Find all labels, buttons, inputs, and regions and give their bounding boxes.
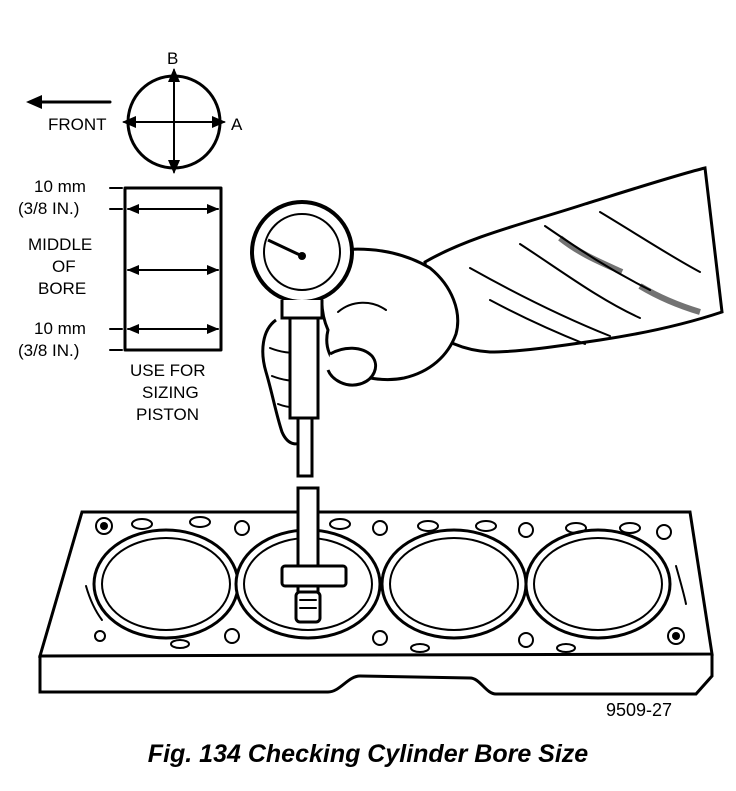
cylinder-bore-1 bbox=[92, 528, 240, 640]
gauge-rod-upper bbox=[296, 416, 314, 478]
label-front: FRONT bbox=[48, 115, 107, 134]
axis-a-arrow-right bbox=[212, 116, 226, 128]
cylinder-block bbox=[37, 510, 714, 696]
axis-b-arrow-bottom bbox=[168, 160, 180, 174]
block-side bbox=[38, 654, 714, 696]
bolt-hole bbox=[667, 627, 685, 645]
gauge-handle bbox=[288, 316, 320, 420]
note-line-2: SIZING bbox=[142, 383, 199, 402]
bore-gauge bbox=[250, 200, 354, 478]
cylinder-bore-3 bbox=[380, 528, 528, 640]
front-arrow-icon bbox=[26, 95, 42, 109]
bottom-measure-mm: 10 mm bbox=[34, 319, 86, 338]
sleeve-shape bbox=[423, 166, 724, 354]
gauge-pivot bbox=[298, 252, 306, 260]
bottom-measure-in: (3/8 IN.) bbox=[18, 341, 79, 360]
middle-label-1: MIDDLE bbox=[28, 235, 92, 254]
axis-b-arrow-top bbox=[168, 68, 180, 82]
axis-a-arrow-left bbox=[122, 116, 136, 128]
bore-measure-chart: 10 mm (3/8 IN.) MIDDLE OF BORE 10 mm (3/… bbox=[18, 177, 223, 424]
measure-arrow-icon bbox=[207, 265, 219, 275]
measure-arrow-icon bbox=[207, 324, 219, 334]
measure-arrow-icon bbox=[127, 324, 139, 334]
cylinder-bore-4 bbox=[524, 528, 672, 640]
orientation-indicator: B A FRONT bbox=[26, 49, 243, 174]
label-b: B bbox=[167, 49, 178, 68]
label-a: A bbox=[231, 115, 243, 134]
top-measure-in: (3/8 IN.) bbox=[18, 199, 79, 218]
arm-illustration bbox=[423, 166, 724, 354]
measure-arrow-icon bbox=[127, 204, 139, 214]
gauge-needle-icon bbox=[267, 238, 303, 258]
top-measure-mm: 10 mm bbox=[34, 177, 86, 196]
figure-caption: Fig. 134 Checking Cylinder Bore Size bbox=[147, 740, 589, 768]
measure-arrow-icon bbox=[127, 265, 139, 275]
gauge-probe bbox=[280, 486, 348, 624]
bore-section-rect bbox=[123, 186, 223, 352]
gauge-centering-shoe bbox=[280, 564, 348, 588]
bolt-hole bbox=[95, 517, 113, 535]
measure-arrow-icon bbox=[207, 204, 219, 214]
middle-label-2: OF bbox=[52, 257, 76, 276]
note-line-3: PISTON bbox=[136, 405, 199, 424]
middle-label-3: BORE bbox=[38, 279, 86, 298]
figure-id: 9509-27 bbox=[606, 700, 672, 720]
note-line-1: USE FOR bbox=[130, 361, 206, 380]
